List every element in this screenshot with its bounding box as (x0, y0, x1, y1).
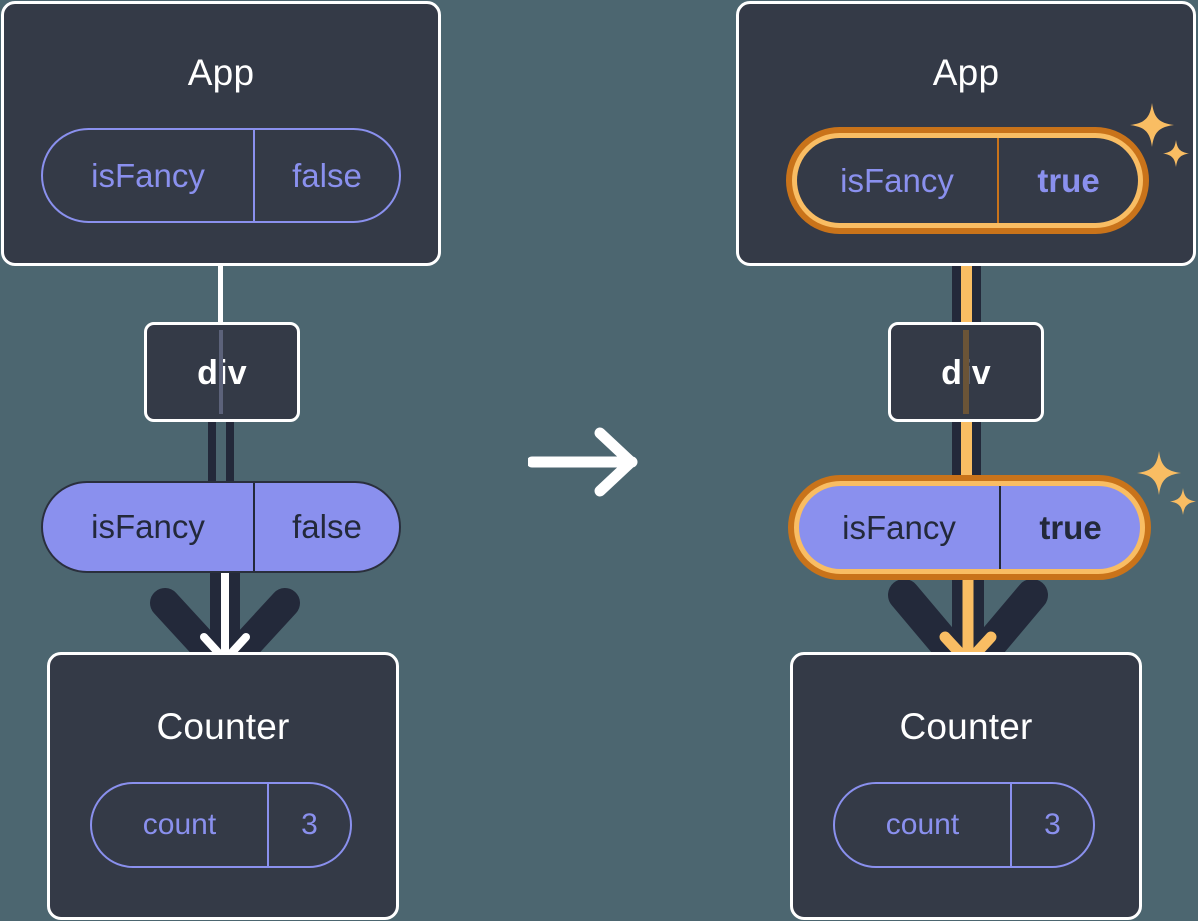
right-app-state-pill-highlight[interactable]: isFancy true (786, 127, 1149, 234)
wire-right-app-to-div-core (961, 208, 972, 325)
right-counter-state-key: count (885, 808, 960, 841)
right-prop-key: isFancy (842, 508, 956, 546)
right-app-title: App (932, 52, 1000, 93)
sparkle-large-icon-2 (1137, 451, 1181, 495)
wire-left-app-to-div (218, 262, 223, 324)
wire-left-inside-div (219, 330, 223, 414)
wire-right-div-to-pill-core (961, 420, 972, 482)
sparkle-small-icon-2 (1170, 488, 1196, 515)
left-app-state-value: false (253, 130, 399, 221)
left-counter-state-pill[interactable]: count 3 (90, 782, 352, 868)
arrow-stem-dark (210, 565, 240, 665)
transition-arrow (526, 425, 648, 500)
right-counter-title: Counter (899, 706, 1033, 747)
wire-left-div-to-pill-b (226, 420, 234, 482)
transition-arrow-icon (526, 427, 638, 497)
sparkles-prop (1135, 448, 1198, 528)
wire-right-app-to-div-a (952, 215, 961, 325)
left-app-title: App (187, 52, 255, 93)
left-prop-key: isFancy (91, 508, 205, 545)
left-prop-value: false (253, 483, 399, 571)
sparkle-small-icon (1163, 140, 1189, 167)
wire-right-div-to-pill-a (952, 420, 961, 482)
sparkle-large-icon (1130, 103, 1174, 147)
wire-left-div-to-pill-a (208, 420, 216, 482)
left-app-state-key: isFancy (91, 156, 205, 194)
sparkles-app (1128, 100, 1194, 180)
left-app-state-pill[interactable]: isFancy false (41, 128, 401, 223)
right-prop-pill-highlight[interactable]: isFancy true (788, 475, 1151, 580)
right-counter-state-value: 3 (1010, 784, 1093, 866)
right-app-state-value: true (997, 138, 1138, 223)
left-counter-state-key: count (142, 808, 217, 841)
wire-right-inside-div (963, 330, 969, 414)
arrow-stem-dark-right (952, 565, 984, 665)
right-app-state-key: isFancy (840, 161, 954, 199)
right-counter-state-pill[interactable]: count 3 (833, 782, 1095, 868)
left-counter-title: Counter (156, 706, 290, 747)
wire-right-app-to-div-b (972, 215, 981, 325)
wire-right-div-to-pill-b (972, 420, 981, 482)
left-counter-state-value: 3 (267, 784, 350, 866)
left-prop-pill[interactable]: isFancy false (41, 481, 401, 573)
right-prop-value: true (999, 486, 1140, 569)
